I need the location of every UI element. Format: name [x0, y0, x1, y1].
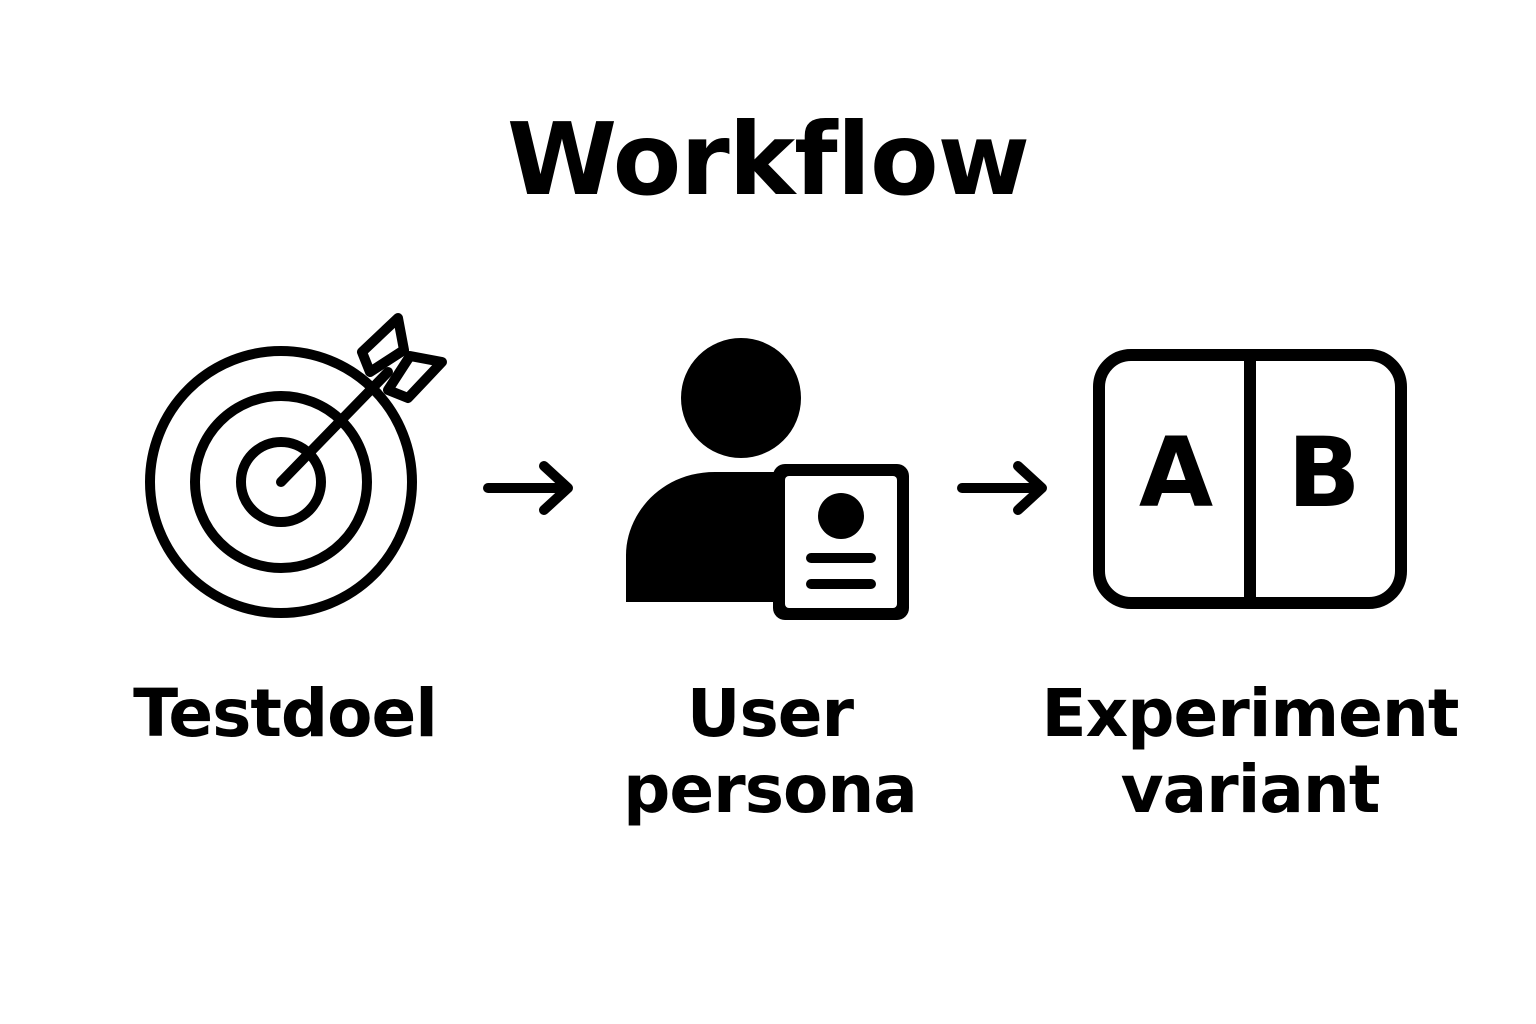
arrow-right-icon [483, 461, 573, 515]
variant-a-label: A [1138, 417, 1214, 529]
step-label-experiment-variant: Experiment variant [1041, 675, 1460, 828]
variant-b-label: B [1287, 417, 1361, 529]
arrow-right-icon [957, 461, 1047, 515]
target-icon [145, 313, 447, 618]
ab-test-icon: A B [1092, 348, 1408, 610]
step-label-testdoel: Testdoel [133, 675, 438, 752]
diagram-title: Workflow [506, 101, 1030, 218]
user-persona-icon [626, 338, 909, 620]
step-label-user-persona: User persona [623, 675, 918, 828]
